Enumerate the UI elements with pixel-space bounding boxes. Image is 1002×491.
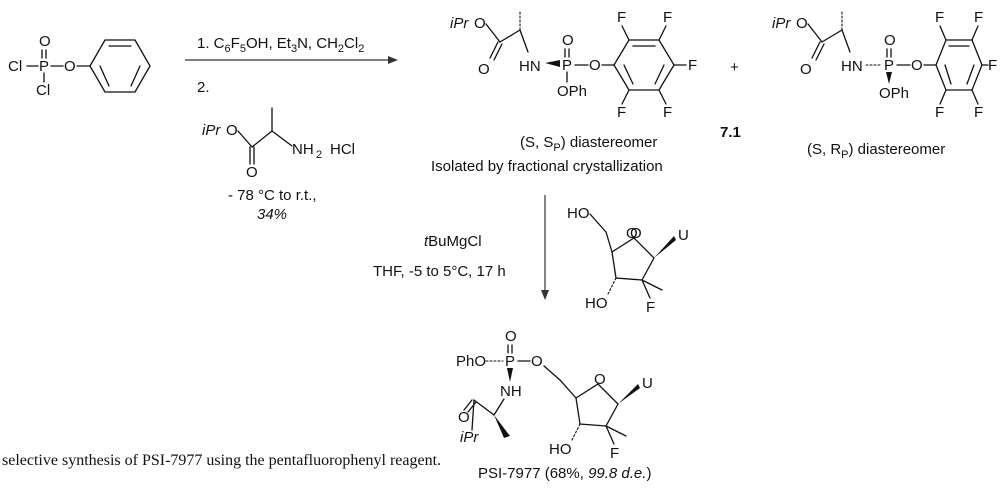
alanine-isopropyl-ester-hcl: iPr O O NH 2 HCl <box>202 107 355 181</box>
svg-text:F: F <box>974 9 983 26</box>
svg-text:O: O <box>796 15 808 32</box>
svg-text:P: P <box>505 353 515 370</box>
svg-text:O: O <box>531 353 543 370</box>
step2-reagent: tBuMgCl <box>424 233 482 250</box>
svg-text:O: O <box>505 328 517 345</box>
svg-text:NH: NH <box>500 383 522 400</box>
svg-text:HCl: HCl <box>330 141 355 158</box>
svg-text:O: O <box>478 61 490 78</box>
svg-text:P: P <box>562 57 572 74</box>
atom-cl-left: Cl <box>8 58 22 75</box>
svg-text:F: F <box>617 104 626 121</box>
svg-text:F: F <box>988 57 997 74</box>
compound-number: 7.1 <box>720 124 741 141</box>
atom-o-ester: O <box>64 58 76 75</box>
svg-text:F: F <box>610 445 619 462</box>
svg-text:iPr: iPr <box>450 15 469 32</box>
svg-text:1. C6F5OH, Et3N, CH2Cl2: 1. C6F5OH, Et3N, CH2Cl2 <box>197 35 364 55</box>
step1-yield: 34% <box>257 206 287 223</box>
svg-text:O: O <box>589 57 601 74</box>
reaction-arrow-2 <box>541 195 549 300</box>
svg-text:NH: NH <box>292 141 314 158</box>
svg-text:HO: HO <box>585 295 608 312</box>
svg-text:F: F <box>617 9 626 26</box>
step1-line2: 2. <box>197 79 210 96</box>
svg-text:U: U <box>678 227 689 244</box>
svg-text:F: F <box>688 57 697 74</box>
svg-text:OPh: OPh <box>557 83 587 100</box>
svg-text:HN: HN <box>841 58 863 75</box>
final-product-label: PSI-7977 (68%, 99.8 d.e.) <box>478 465 651 482</box>
svg-text:F: F <box>935 9 944 26</box>
svg-text:O: O <box>562 32 574 49</box>
reaction-arrow-1 <box>185 56 398 64</box>
svg-text:iPr: iPr <box>460 429 479 446</box>
figure-caption: selective synthesis of PSI-7977 using th… <box>2 452 442 469</box>
svg-text:O: O <box>458 409 470 426</box>
svg-text:O: O <box>474 15 486 32</box>
svg-text:P: P <box>884 57 894 74</box>
svg-text:iPr: iPr <box>772 15 791 32</box>
svg-text:HO: HO <box>567 205 590 222</box>
svg-text:O: O <box>226 122 238 139</box>
product-s-sp-diastereomer: iPr O O HN P O OPh O F F F F F <box>450 9 697 121</box>
svg-text:O: O <box>884 32 896 49</box>
svg-text:HO: HO <box>549 441 572 458</box>
atom-cl-bottom: Cl <box>36 82 50 99</box>
svg-text:PhO: PhO <box>456 353 486 370</box>
svg-text:U: U <box>642 375 653 392</box>
svg-text:F: F <box>663 104 672 121</box>
product2-label: (S, RP) diastereomer <box>807 141 945 161</box>
svg-text:F: F <box>935 104 944 121</box>
svg-text:OPh: OPh <box>879 85 909 102</box>
step1-reagents: 1. C6F5OH, Et3N, CH2Cl2 2. iPr O O NH 2 … <box>197 35 364 223</box>
svg-text:O: O <box>800 61 812 78</box>
step1-conditions: - 78 °C to r.t., <box>228 187 317 204</box>
svg-text:O: O <box>246 164 258 181</box>
final-product-psi-7977: PhO P O O NH O iPr O U F HO <box>456 328 653 462</box>
svg-text:O: O <box>911 57 923 74</box>
product-s-rp-diastereomer: iPr O O HN P O OPh O F F F F F <box>772 9 997 121</box>
svg-text:F: F <box>646 299 655 316</box>
svg-text:F: F <box>974 104 983 121</box>
svg-text:O: O <box>630 225 642 242</box>
ipr-label: iPr <box>202 122 221 139</box>
svg-text:O: O <box>594 371 606 388</box>
product1-note: Isolated by fractional crystallization <box>431 158 663 175</box>
svg-text:HN: HN <box>519 58 541 75</box>
nucleoside-reagent: HO O O U F HO <box>567 205 689 316</box>
product1-label: (S, SP) diastereomer <box>520 134 657 154</box>
plus-sign: + <box>730 59 739 76</box>
atom-o-top: O <box>39 33 51 50</box>
svg-text:2: 2 <box>316 149 322 161</box>
starting-material-phenyl-dichlorophosphate: Cl P O Cl O <box>8 33 151 99</box>
atom-p: P <box>39 58 49 75</box>
svg-text:F: F <box>663 9 672 26</box>
svg-text:O: O <box>626 225 638 242</box>
step2-conditions: THF, -5 to 5°C, 17 h <box>373 263 506 280</box>
